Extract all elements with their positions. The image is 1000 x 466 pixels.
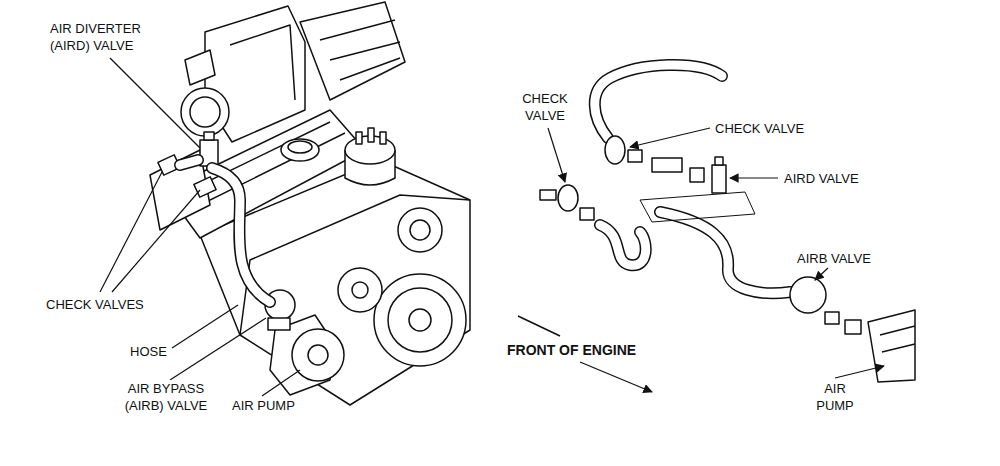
part-label: AIR PUMP — [810, 380, 860, 414]
orientation-note: FRONT OF ENGINE — [505, 342, 638, 359]
part-label: AIRB VALVE — [795, 250, 873, 267]
part-label: AIR PUMP — [230, 397, 297, 414]
part-label: CHECK VALVES — [44, 296, 146, 313]
part-label: AIR DIVERTER (AIRD) VALVE — [48, 20, 156, 54]
part-label: AIR BYPASS (AIRB) VALVE — [110, 380, 222, 414]
part-label: CHECK VALVE — [516, 90, 574, 124]
part-label: HOSE — [128, 343, 169, 360]
part-label: CHECK VALVE — [713, 120, 806, 137]
part-label: AIRD VALVE — [782, 170, 861, 187]
